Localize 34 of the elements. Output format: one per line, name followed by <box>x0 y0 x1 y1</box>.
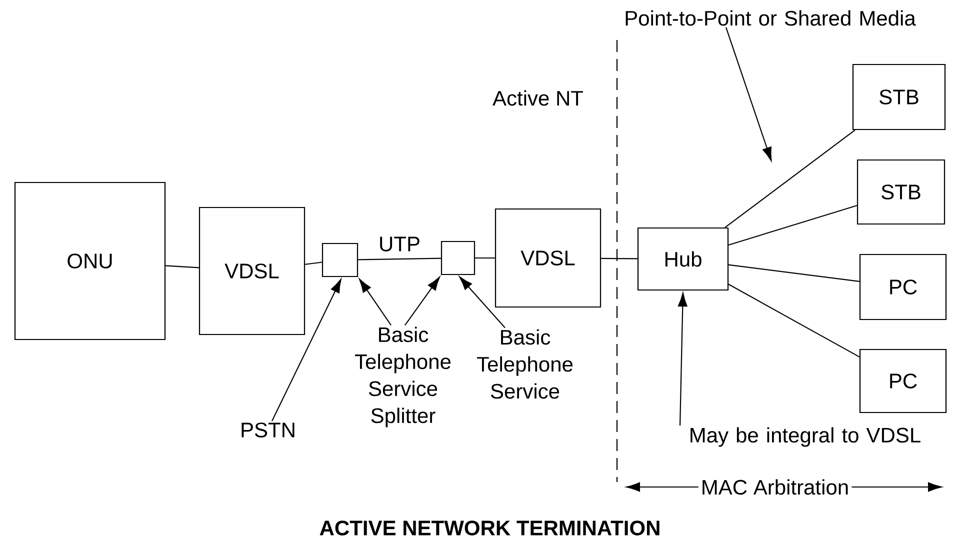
splitter-box <box>440 240 476 276</box>
connector-line <box>728 284 860 358</box>
annotation-text: Basic Telephone Service Splitter <box>355 326 451 428</box>
connector-line <box>166 265 199 268</box>
connector-line <box>728 264 860 282</box>
leader-arrow <box>725 27 772 161</box>
leader-arrow <box>459 276 506 328</box>
edge-label: UTP <box>380 236 420 252</box>
leader-arrow <box>359 278 392 326</box>
device-box: PC <box>859 254 947 320</box>
annotation-text: Basic Telephone Service <box>477 329 573 399</box>
leader-arrow <box>678 292 688 426</box>
device-box: STB <box>852 64 946 130</box>
annotation-text: May be integral to VDSL <box>690 427 920 447</box>
splitter-box <box>322 242 358 278</box>
device-box: PC <box>859 348 947 414</box>
connector-line <box>475 257 495 259</box>
device-box: ONU <box>14 182 166 340</box>
connector-line <box>358 258 441 260</box>
device-box: STB <box>856 159 946 225</box>
caption: ACTIVE NETWORK TERMINATION <box>320 520 660 536</box>
connector-line <box>728 204 858 246</box>
span-label: MAC Arbitration <box>702 479 848 495</box>
connector-line <box>724 130 856 228</box>
device-box: Hub <box>637 227 729 291</box>
leader-arrow <box>272 278 342 422</box>
device-box: VDSL <box>198 206 306 336</box>
annotation-text: Point-to-Point or Shared Media <box>626 10 916 26</box>
device-box: VDSL <box>494 208 602 308</box>
divider-label: Active NT <box>492 90 583 106</box>
annotation-text: PSTN <box>242 422 294 438</box>
leader-arrow <box>404 276 440 326</box>
connector-line <box>601 258 638 260</box>
connector-line <box>304 262 322 265</box>
